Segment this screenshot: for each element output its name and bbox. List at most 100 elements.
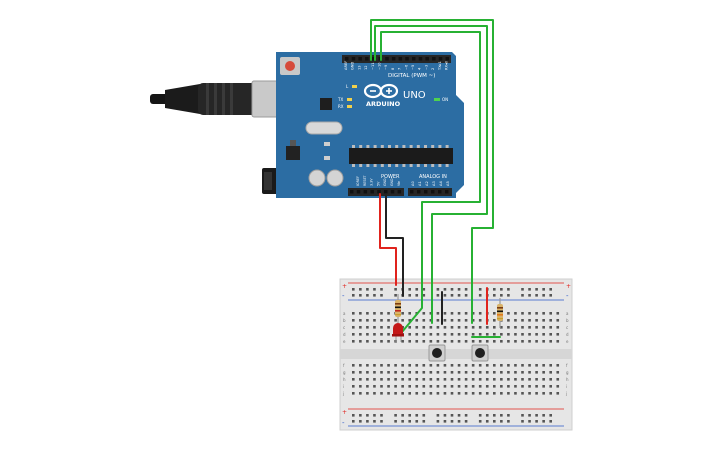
digital-pin-label: ~10 [378,62,382,70]
power-pin-label: GND [390,178,394,186]
components [392,294,503,362]
row-label: f [343,363,345,368]
atmega-chip [349,148,453,164]
red-wire-5v [379,193,397,286]
power-pin-label: 3.3V [370,178,374,186]
digital-header [342,55,451,63]
tx-label: TX [337,97,343,102]
digital-pin-label: ~6 [404,64,408,70]
row-label: i [566,384,567,389]
row-label: h [343,377,346,382]
digital-label: DIGITAL (PWM ~) [388,73,435,79]
analog-pin-label: A5 [446,181,450,186]
analog-pin-label: A3 [432,181,436,186]
analog-pin-label: A1 [418,181,422,186]
on-led [434,98,440,101]
row-label: c [343,325,345,330]
digital-pin-label: 13 [357,65,361,70]
power-header [348,188,404,196]
analog-pin-label: A0 [411,181,415,186]
digital-pin-label: 12 [364,65,368,70]
digital-pin-label: ~9 [384,64,388,70]
resistor-led [395,294,401,323]
power-pin-label: GND [383,178,387,186]
brand-label: ARDUINO [366,100,401,108]
row-label: i [343,384,344,389]
digital-pin-label: RX◂0 [445,60,449,70]
capacitor-1 [308,169,326,187]
bottom-pin-holes [350,190,449,194]
l-led [352,85,357,88]
row-label: a [566,311,569,316]
usb-cable [150,80,291,118]
breadboard-center-channel [340,349,572,359]
pushbutton-2[interactable] [471,344,489,362]
crystal-oscillator [305,121,343,135]
power-pin-label: Vin [397,181,401,186]
row-label: h [566,377,569,382]
resistor-button [497,298,503,328]
row-label: e [566,339,569,344]
digital-pin-label: TX▸1 [438,61,442,71]
row-label: g [343,370,346,375]
capacitor-2 [326,169,344,187]
digital-pin-label: 4 [418,67,422,70]
digital-pin-label: AREF [344,61,348,70]
digital-pin-label: ~3 [424,65,428,70]
pushbutton-1[interactable] [428,344,446,362]
analog-header [408,188,452,196]
digital-pin-label: 8 [391,67,395,70]
row-label: j [565,391,567,396]
on-label: ON [442,97,448,102]
row-label: j [342,391,344,396]
digital-pin-label: 7 [398,68,402,70]
rail-plus-label-top: + [342,283,347,290]
rx-led [347,105,352,108]
wires [370,19,501,338]
rail-minus-label-top-right: - [566,292,569,300]
rx-label: RX [338,104,344,109]
reset-icon [285,61,295,71]
green-wire-pin10 [374,25,488,324]
row-label: g [566,370,569,375]
l-label: L [346,84,349,89]
green-wire-pin11 [370,19,494,324]
digital-pin-label: GND [351,62,355,70]
row-label: c [566,325,568,330]
power-pin-label: 5V [376,181,380,186]
row-label: f [566,363,568,368]
model-label: UNO [403,90,426,101]
row-label: d [343,332,346,337]
red-led [392,323,404,342]
digital-pin-label: ~5 [411,65,415,70]
row-label: b [343,318,346,323]
green-wire-pin9 [380,31,481,333]
analog-pin-label: A4 [439,181,443,186]
row-label: a [343,311,346,316]
row-label: d [566,332,569,337]
power-pin-label: RESET [363,174,367,186]
rail-plus-label-bottom: + [342,409,347,416]
power-label: POWER [381,174,400,180]
rail-minus-label-top: - [342,292,345,300]
black-wire-gnd [385,193,404,297]
rail-minus-label-bottom: - [342,419,345,427]
power-pin-label: IOREF [356,176,360,186]
digital-pin-label: ~11 [371,62,375,70]
usb-chip [320,98,332,110]
rail-plus-label-top-right: + [566,283,571,290]
digital-pin-label: 2 [431,68,435,70]
tx-led [347,98,352,101]
row-label: b [566,318,569,323]
voltage-regulator [286,146,300,160]
arduino-logo-icon [363,83,399,99]
analog-label: ANALOG IN [419,174,447,180]
